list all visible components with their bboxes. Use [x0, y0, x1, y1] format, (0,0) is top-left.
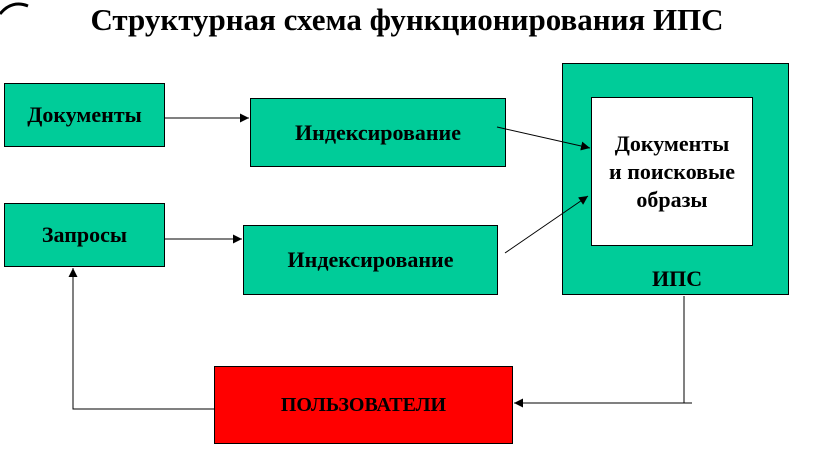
store-label-line-1: Документы [614, 130, 730, 156]
indexing-documents-box: Индексирование [250, 98, 506, 167]
ips-label: ИПС [652, 266, 703, 291]
documents-box: Документы [4, 83, 165, 147]
documents-label: Документы [27, 102, 142, 127]
queries-box: Запросы [4, 203, 165, 267]
queries-label: Запросы [41, 222, 128, 247]
users-label: ПОЛЬЗОВАТЕЛИ [280, 393, 447, 416]
store-label-line-3: образы [636, 186, 708, 212]
documents-and-search-images-box: Документы и поисковые образы [591, 97, 753, 246]
corner-decoration [0, 2, 29, 15]
arrow-query-indexing-to-store [504, 195, 589, 254]
store-label-line-2: и поисковые [609, 158, 735, 184]
indexing-documents-label: Индексирование [295, 119, 461, 145]
diagram-title: Структурная схема функционирования ИПС [90, 2, 724, 37]
users-box: ПОЛЬЗОВАТЕЛИ [214, 366, 513, 444]
indexing-queries-label: Индексирование [287, 247, 454, 272]
arrow-indexing-to-store [496, 126, 591, 151]
indexing-queries-box: Индексирование [243, 225, 498, 295]
arrow-ips-to-users [514, 296, 685, 408]
arrow-users-to-queries [68, 268, 214, 410]
